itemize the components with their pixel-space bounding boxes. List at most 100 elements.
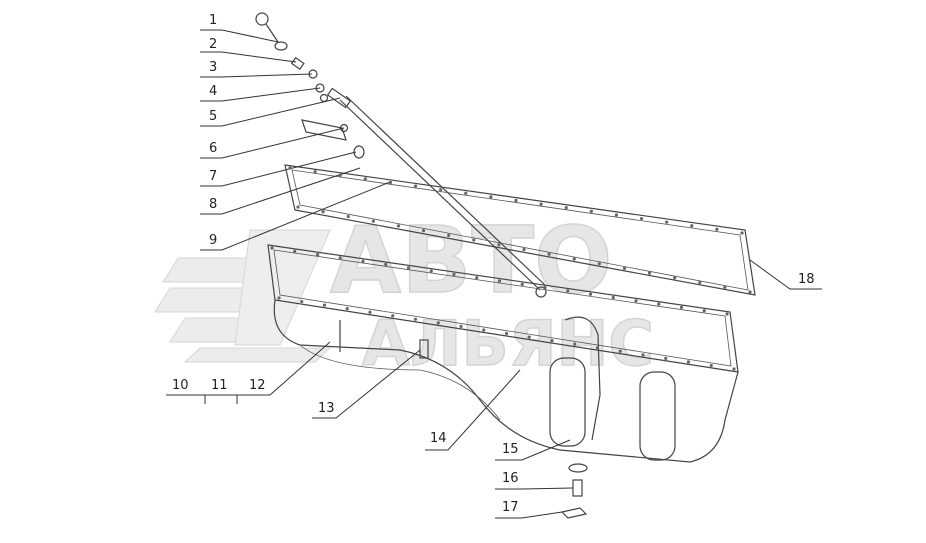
bolt-hole [588,292,593,296]
bolt-hole [296,205,300,209]
bolt-hole [270,246,274,250]
callout-18: 18 [798,272,815,287]
bolt-hole [514,198,518,203]
bolt-hole [439,188,443,192]
dipstick-bracket [301,119,347,141]
oil-pan-sump-body [273,299,739,463]
bolt-hole [715,227,719,231]
dipstick-handle [265,23,279,43]
bolt-hole [436,321,440,325]
bolt-hole [293,249,297,253]
bolt-hole [550,339,554,343]
bolt-hole [595,346,600,350]
callout-4: 4 [209,84,217,99]
bolt-hole [447,233,451,237]
oil-pickup-tube [564,316,601,441]
bolt-hole [634,299,638,303]
bolt-hole [597,262,601,266]
bolt-hole [572,257,576,261]
bolt-hole [391,314,395,318]
dipstick-assembly [255,12,547,298]
sump-rib-right [639,371,676,461]
callout-2: 2 [209,37,217,52]
bolt-hole [504,331,509,336]
watermark-emblem [154,229,332,363]
bolt-hole [277,296,281,300]
bolt-hole [664,356,668,360]
bolt-hole [639,216,644,221]
dipstick-handle-ring [255,12,269,26]
bolt-hole [547,252,551,256]
callout-3: 3 [209,60,217,75]
bolt-hole [489,195,493,199]
bolt-hole [673,276,677,280]
bolt-hole [740,231,744,235]
bolt-hole [520,282,524,286]
bolt-hole [345,307,349,311]
bolt-hole [338,256,342,260]
bolt-hole [322,303,327,307]
bolt-hole [748,290,752,294]
drain-plug [572,479,583,497]
callout-15: 15 [502,442,519,457]
bolt-hole [641,353,645,357]
bolt-hole [459,324,463,328]
drain-gasket [568,463,588,473]
bolt-hole [396,224,401,228]
flange-bolt-holes [270,166,752,371]
dipstick-ring [319,93,329,103]
drain-clip [560,507,588,519]
gasket-outer-edge [284,164,756,296]
bolt-hole [321,210,325,214]
bolt-hole [564,206,568,210]
gasket-inner-edge [291,169,749,291]
watermark-logo: АВТО АЛЬЯНС [154,206,655,381]
dipstick-tube-end [535,286,547,298]
bolt-hole [657,302,661,306]
bolt-hole [614,213,619,217]
dipstick-cap [274,41,288,51]
bolt-hole [315,253,320,257]
callout-7: 7 [209,169,217,184]
dipstick-guide-clip [326,87,352,109]
callout-10: 10 [172,378,189,393]
bolt-hole [406,266,411,270]
bolt-hole [702,309,706,313]
bolt-hole [361,259,365,263]
oil-pan-gasket [284,164,756,296]
bolt-hole [732,367,736,371]
bolt-hole [611,295,615,300]
bolt-hole [452,272,456,276]
bolt-hole [647,271,652,275]
bolt-hole [497,279,502,283]
callout-6: 6 [209,141,217,156]
bolt-hole [338,173,342,177]
bolt-hole [618,349,622,353]
callout-14: 14 [430,431,447,446]
bolt-hole [522,247,526,252]
bolt-hole [497,243,501,247]
bolt-hole [313,170,317,174]
bolt-hole [384,262,388,267]
bolt-hole [709,363,713,368]
callout-5: 5 [209,109,217,124]
bolt-hole [368,310,372,314]
bolt-hole [665,220,669,224]
drain-assembly [560,463,588,519]
bolt-hole [464,191,468,195]
bolt-hole [589,209,593,213]
oil-pan-flange-inner [273,249,732,367]
bolt-hole [566,289,570,293]
callout-17: 17 [502,500,519,515]
bracket-bolt [339,123,349,133]
callout-11: 11 [211,378,228,393]
callout-9: 9 [209,233,217,248]
bolt-hole [698,280,702,285]
dipstick-tube-line-a [339,99,541,291]
callout-1: 1 [209,13,217,28]
bolt-hole [543,286,547,290]
pan-bolt-13 [419,339,429,359]
bolt-hole [679,305,684,309]
